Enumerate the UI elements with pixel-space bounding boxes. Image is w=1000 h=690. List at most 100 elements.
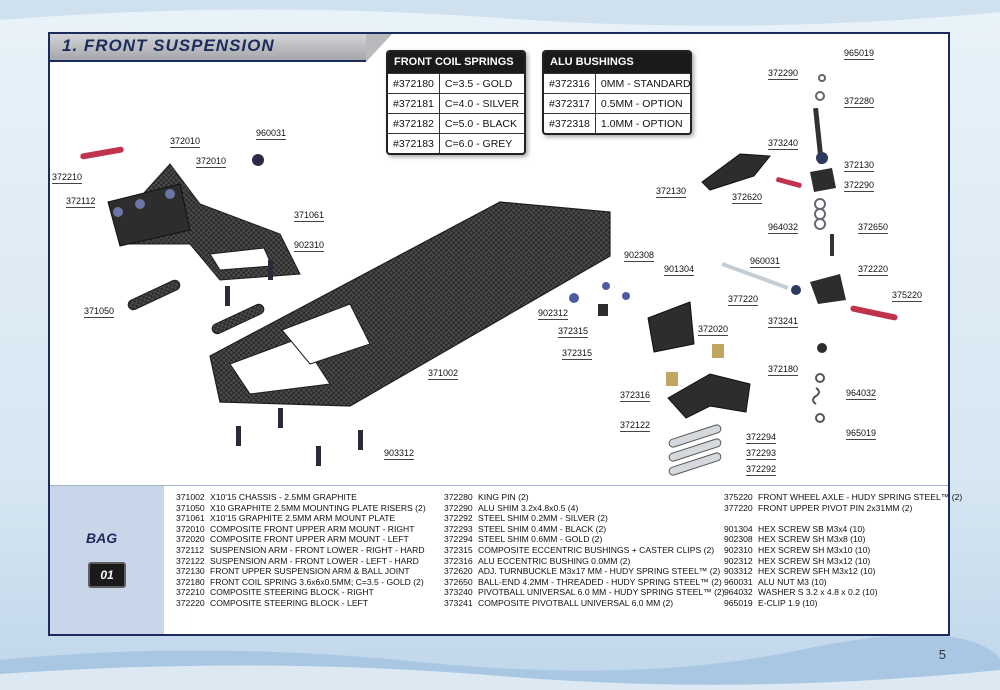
callout-372020: 372020 xyxy=(698,324,729,336)
callout-371061: 371061 xyxy=(294,210,325,222)
callout-373241: 373241 xyxy=(768,316,799,328)
callout-964032: 964032 xyxy=(846,388,877,400)
bushing-part: #372316 xyxy=(544,73,596,94)
bushing-spec: 1.0MM - OPTION xyxy=(595,113,690,133)
bushing-spec: 0.5MM - OPTION xyxy=(595,93,690,114)
callout-372290: 372290 xyxy=(844,180,875,192)
callout-372315: 372315 xyxy=(558,326,589,338)
alu-bushings-header: ALU BUSHINGS xyxy=(544,52,690,73)
suspension-arm-lower-left xyxy=(666,344,751,419)
callout-372122: 372122 xyxy=(620,420,651,432)
callout-902310: 902310 xyxy=(294,240,325,252)
coil-part: #372183 xyxy=(388,133,440,153)
callout-372315: 372315 xyxy=(562,348,593,360)
coil-spec: C=6.0 - GREY xyxy=(439,133,524,153)
callout-372010: 372010 xyxy=(170,136,201,148)
bag-label: BAG xyxy=(86,530,118,546)
coil-spec: C=4.0 - SILVER xyxy=(439,93,524,114)
callout-903312: 903312 xyxy=(384,448,415,460)
callout-373240: 373240 xyxy=(768,138,799,150)
coil-spec: C=3.5 - GOLD xyxy=(439,73,524,94)
manual-page-frame: 1. FRONT SUSPENSION xyxy=(48,32,962,636)
coil-part: #372181 xyxy=(388,93,440,114)
page-number: 5 xyxy=(938,647,946,662)
front-upper-arm xyxy=(701,153,802,191)
callout-372316: 372316 xyxy=(620,390,651,402)
callout-375220: 375220 xyxy=(892,290,923,302)
coil-spec: C=5.0 - BLACK xyxy=(439,113,524,134)
callout-965019: 965019 xyxy=(844,48,875,60)
callout-902312: 902312 xyxy=(538,308,569,320)
callout-372010: 372010 xyxy=(196,156,227,168)
callout-901304: 901304 xyxy=(664,264,695,276)
steel-shims xyxy=(668,424,722,476)
callout-372294: 372294 xyxy=(746,432,777,444)
steering-block-right xyxy=(80,146,191,247)
callout-372280: 372280 xyxy=(844,96,875,108)
part-row xyxy=(724,513,962,524)
callout-371050: 371050 xyxy=(84,306,115,318)
background-wave-bottom xyxy=(0,634,1000,690)
callout-372292: 372292 xyxy=(746,464,777,476)
callout-372130: 372130 xyxy=(656,186,687,198)
chassis-screws xyxy=(225,260,363,466)
callout-372180: 372180 xyxy=(768,364,799,376)
callout-372130: 372130 xyxy=(844,160,875,172)
exploded-assembly-diagram xyxy=(80,74,898,476)
callout-960031: 960031 xyxy=(256,128,287,140)
background-wave-top xyxy=(0,0,1000,26)
bushing-spec: 0MM - STANDARD xyxy=(595,73,690,94)
callout-964032: 964032 xyxy=(768,222,799,234)
callout-372650: 372650 xyxy=(858,222,889,234)
alu-nut xyxy=(252,154,264,166)
riser-plate-1 xyxy=(127,279,181,311)
callout-372210: 372210 xyxy=(52,172,83,184)
coil-part: #372180 xyxy=(388,73,440,94)
bushing-part: #372318 xyxy=(544,113,596,133)
coil-springs-header: FRONT COIL SPRINGS xyxy=(388,52,524,73)
kingpin-stack xyxy=(791,74,898,423)
section-title-bar: 1. FRONT SUSPENSION xyxy=(50,34,392,62)
bushing-part: #372317 xyxy=(544,93,596,114)
callout-902308: 902308 xyxy=(624,250,655,262)
upper-arm-mount-left xyxy=(569,262,789,353)
callout-372220: 372220 xyxy=(858,264,889,276)
